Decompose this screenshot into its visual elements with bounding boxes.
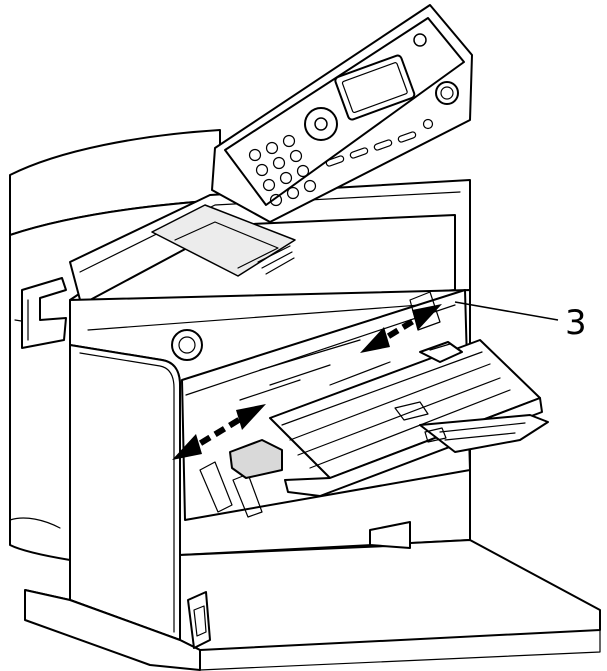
paper-support	[151, 204, 296, 277]
function-keys	[325, 118, 434, 167]
numeric-keypad	[248, 134, 317, 207]
double-headed-arrow-icon	[360, 304, 442, 353]
callout-label: 3	[565, 303, 587, 343]
front-button	[171, 329, 203, 361]
paper-guide-right	[419, 341, 463, 363]
double-headed-arrow-icon	[172, 404, 266, 460]
navigation-pad	[304, 107, 338, 141]
callout-leader-line	[454, 301, 559, 321]
callout-3: 3	[454, 301, 587, 343]
lcd-display	[334, 54, 416, 121]
power-button	[435, 81, 459, 105]
multipurpose-tray	[229, 339, 549, 497]
paper-guide-left	[229, 439, 283, 479]
printer-base	[24, 521, 601, 671]
control-panel	[211, 4, 473, 223]
side-handle	[21, 277, 67, 349]
